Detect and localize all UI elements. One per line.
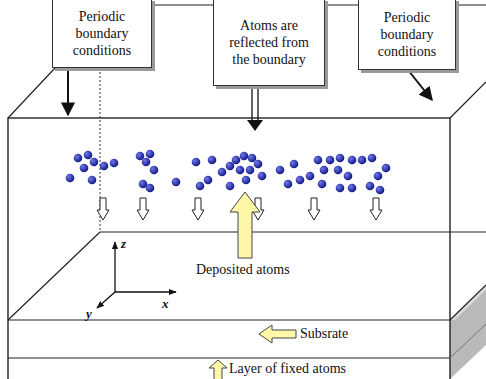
atom <box>254 160 263 169</box>
atom <box>66 174 75 183</box>
atom <box>110 159 119 168</box>
atom <box>306 172 315 181</box>
atom <box>80 164 89 173</box>
atom <box>142 158 151 167</box>
atom <box>326 156 335 165</box>
atom <box>258 172 267 181</box>
atom <box>172 178 181 187</box>
down-arrow <box>97 198 109 220</box>
atom <box>208 156 217 165</box>
axis-label: x <box>162 296 169 312</box>
atom <box>196 182 205 191</box>
atom <box>348 156 357 165</box>
atom <box>296 176 305 185</box>
atom <box>100 162 109 171</box>
atom <box>150 166 159 175</box>
atom <box>204 176 213 185</box>
part-label: Deposited atoms <box>196 262 290 278</box>
part-label: Subsrate <box>300 326 348 342</box>
atom <box>276 166 285 175</box>
atom <box>348 184 357 193</box>
down-arrow <box>370 198 382 220</box>
atom <box>290 160 299 169</box>
atom <box>382 164 391 173</box>
down-arrow <box>308 198 320 220</box>
atom <box>246 166 255 175</box>
atom <box>320 166 329 175</box>
atom <box>192 158 201 167</box>
callout-box: Atoms are reflected from the boundary <box>213 0 325 86</box>
atom <box>240 152 249 161</box>
atoms <box>66 150 391 195</box>
callout-box: Periodic boundary conditions <box>358 0 456 70</box>
atom <box>334 166 343 175</box>
atom <box>232 156 241 165</box>
down-arrow <box>192 198 204 220</box>
atom <box>218 168 227 177</box>
atom <box>236 166 245 175</box>
atom <box>284 180 293 189</box>
callout-text: Atoms are reflected from the boundary <box>219 17 319 68</box>
part-label: Layer of fixed atoms <box>229 361 346 377</box>
atom <box>358 156 367 165</box>
atom <box>314 156 323 165</box>
axis-label: y <box>86 306 92 322</box>
down-arrow <box>137 198 149 220</box>
atom <box>344 172 353 181</box>
atom <box>242 176 251 185</box>
callout-text: Periodic boundary conditions <box>364 9 450 60</box>
atom <box>336 154 345 163</box>
atom <box>376 186 385 195</box>
atom <box>90 158 99 167</box>
atom <box>318 180 327 189</box>
atom <box>336 184 345 193</box>
callout-box: Periodic boundary conditions <box>52 0 152 68</box>
atom <box>146 150 155 159</box>
axis-label: z <box>121 236 126 252</box>
atom <box>374 172 383 181</box>
atom <box>146 184 155 193</box>
atom <box>84 151 93 160</box>
atom <box>74 154 83 163</box>
atom <box>88 176 97 185</box>
atom <box>226 182 235 191</box>
atom <box>368 154 377 163</box>
callout-text: Periodic boundary conditions <box>58 8 146 59</box>
atom <box>366 182 375 191</box>
